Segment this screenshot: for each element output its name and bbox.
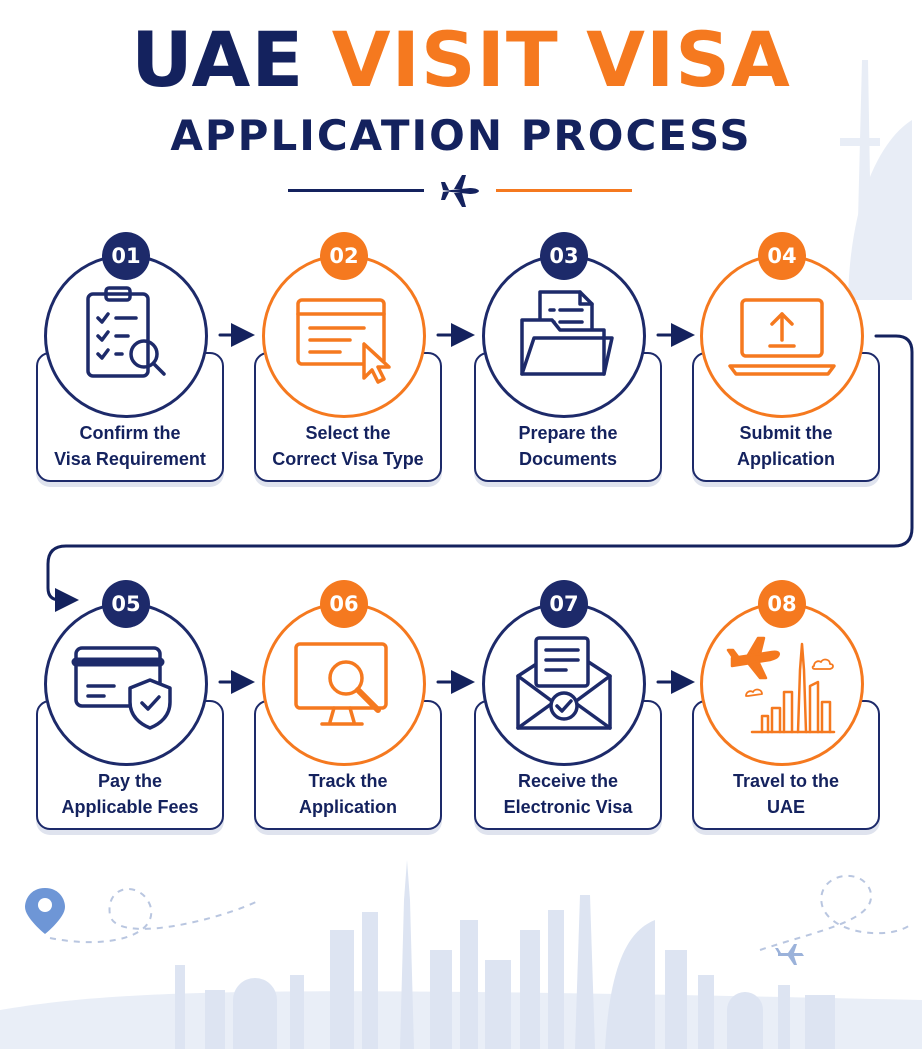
step-number-badge: 05 (102, 580, 150, 628)
airplane-icon (441, 175, 479, 207)
step-number-badge: 01 (102, 232, 150, 280)
laptop-upload-icon (728, 298, 836, 376)
folder-documents-icon (520, 290, 614, 376)
dashed-route-left (49, 888, 261, 944)
step-number-badge: 03 (540, 232, 588, 280)
step-number-badge: 08 (758, 580, 806, 628)
step-number-badge: 07 (540, 580, 588, 628)
title-divider-left (288, 189, 424, 192)
step-number-badge: 04 (758, 232, 806, 280)
step-number-badge: 06 (320, 580, 368, 628)
title-divider-right (496, 189, 632, 192)
clipboard-search-icon (86, 286, 166, 378)
step-icon-circle (262, 254, 426, 418)
plane-skyline-icon (726, 636, 836, 734)
title-part-uae: UAE (131, 15, 305, 104)
burj-al-arab-silhouette (840, 60, 912, 300)
city-skyline (0, 860, 922, 1049)
envelope-check-icon (516, 636, 612, 730)
location-pin-icon (25, 888, 65, 934)
title-main: UAE VISIT VISA (0, 12, 922, 108)
card-shield-icon (71, 646, 172, 730)
small-plane-icon (775, 944, 804, 965)
dashed-route-right (759, 874, 911, 951)
title-part-visit-visa: VISIT VISA (331, 15, 791, 104)
step-number-badge: 02 (320, 232, 368, 280)
title-subtitle: APPLICATION PROCESS (170, 111, 752, 160)
step-icon-circle (700, 602, 864, 766)
browser-cursor-icon (296, 298, 391, 384)
step-icon-circle (44, 602, 208, 766)
monitor-search-icon (294, 642, 388, 726)
step-icon-circle (482, 602, 646, 766)
arrow-row-wrap (46, 334, 914, 612)
